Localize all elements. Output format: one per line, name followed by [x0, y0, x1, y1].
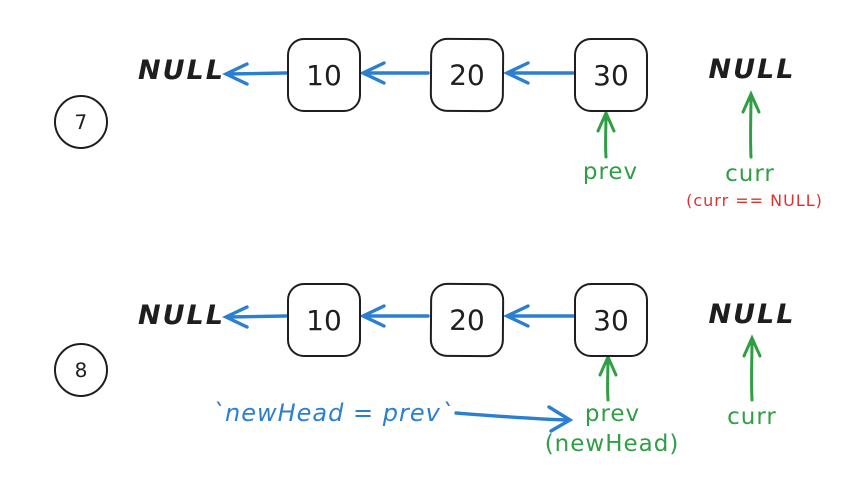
arrow-node30-to-node20-step7: [503, 61, 575, 85]
arrow-node20-to-node10-step8: [359, 304, 430, 328]
curr-pointer-arrow-step8: [742, 334, 762, 402]
node-value: 20: [449, 58, 485, 92]
list-node-30-step7: 30: [574, 38, 648, 112]
null-label-left-step8: NULL: [138, 300, 225, 331]
step-number-7: 7: [74, 109, 88, 135]
list-node-10-step7: 10: [287, 38, 361, 112]
curr-equals-null-note: (curr == NULL): [686, 191, 823, 210]
list-node-10-step8: 10: [287, 283, 361, 357]
newhead-assignment-arrow: [454, 405, 574, 433]
curr-pointer-arrow-step7: [741, 90, 761, 159]
step-number-badge-8: 8: [53, 342, 109, 398]
newhead-assignment-code-note: `newHead = prev`: [212, 399, 454, 427]
prev-label-step7: prev: [582, 159, 639, 185]
prev-pointer-arrow-step7: [596, 109, 616, 159]
node-value: 10: [306, 303, 342, 337]
null-label-right-step8: NULL: [708, 299, 796, 330]
arrow-node20-to-node10-step7: [359, 61, 430, 85]
curr-label-step7: curr: [725, 161, 775, 187]
step-number-8: 8: [74, 357, 88, 383]
null-label-left-step7: NULL: [138, 55, 225, 86]
null-label-right-step7: NULL: [708, 54, 796, 85]
node-value: 30: [593, 58, 629, 92]
step-number-badge-7: 7: [53, 94, 109, 150]
node-value: 30: [593, 303, 629, 337]
list-node-20-step8: 20: [429, 282, 505, 358]
list-node-30-step8: 30: [574, 283, 648, 357]
list-node-20-step7: 20: [429, 37, 505, 113]
arrow-node10-to-null-step7: [222, 62, 288, 86]
newhead-note-step8: (newHead): [544, 431, 680, 457]
prev-label-step8: prev: [584, 401, 641, 427]
node-value: 10: [306, 58, 342, 92]
arrow-node10-to-null-step8: [222, 305, 288, 329]
curr-label-step8: curr: [727, 404, 777, 430]
prev-pointer-arrow-step8: [598, 353, 618, 402]
node-value: 20: [449, 303, 485, 337]
